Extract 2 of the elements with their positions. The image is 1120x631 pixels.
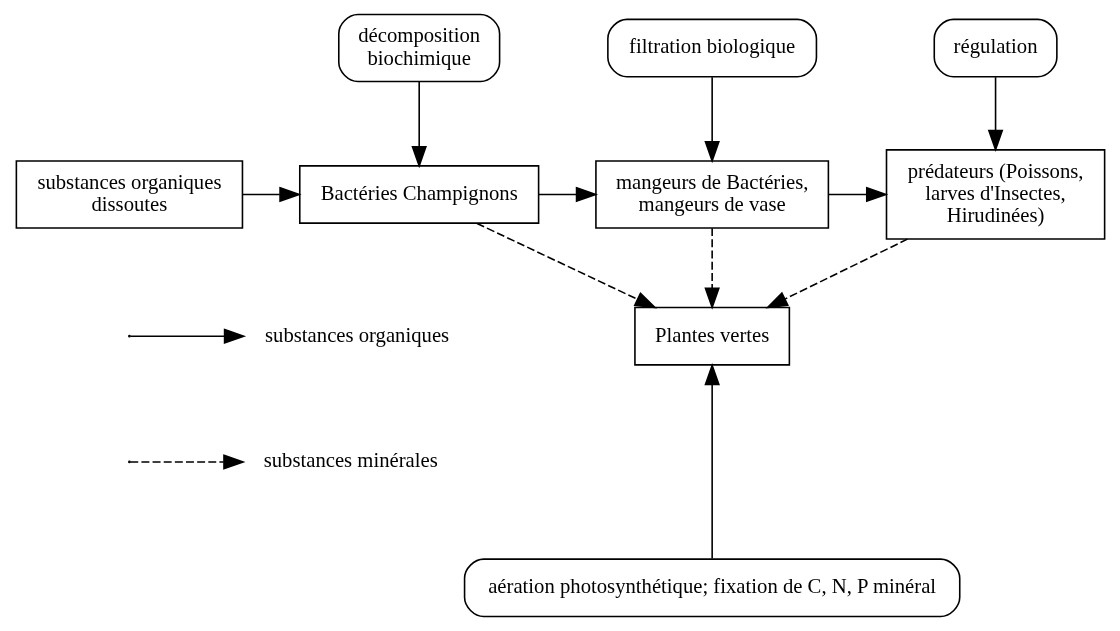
legend-label: substances minérales (263, 449, 438, 472)
legend-label: substances organiques (264, 323, 449, 346)
